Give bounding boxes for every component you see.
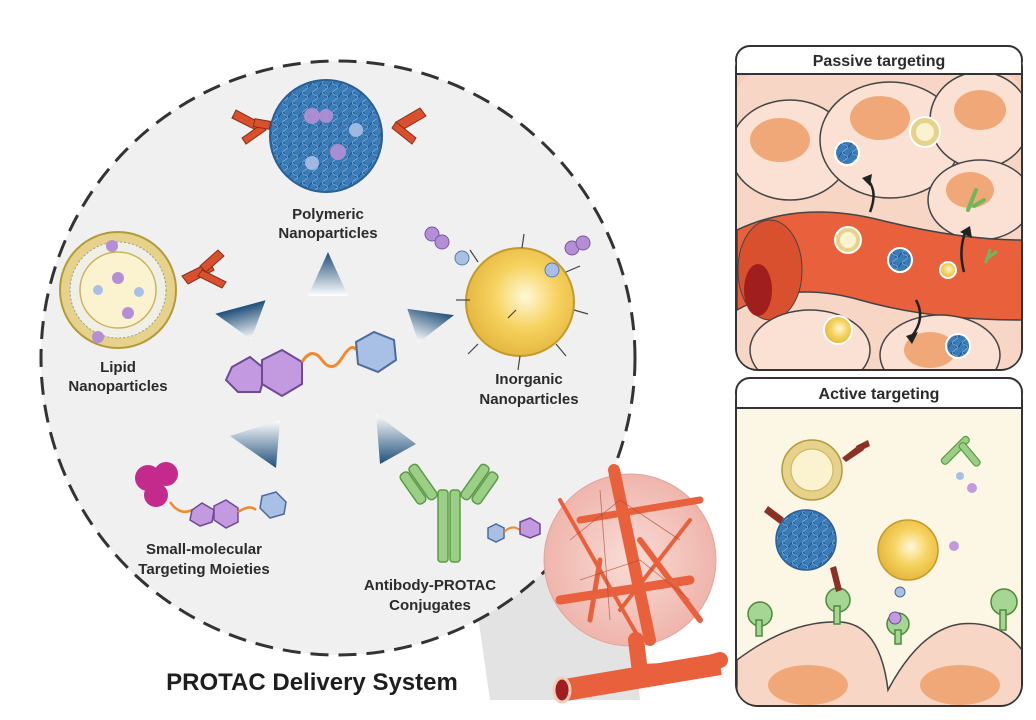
lipid-label-1: Lipid bbox=[100, 359, 136, 376]
antibody-icon bbox=[842, 440, 870, 462]
antibody-label-2: Conjugates bbox=[389, 597, 471, 614]
arrow-icon bbox=[407, 308, 455, 343]
arrow-icon bbox=[376, 414, 416, 464]
small-molecule-ligand bbox=[135, 462, 287, 529]
antibody-icon bbox=[231, 109, 272, 145]
passive-targeting-panel bbox=[735, 45, 1023, 371]
passive-targeting-title: Passive targeting bbox=[813, 53, 946, 70]
arrow-icon bbox=[308, 252, 348, 296]
active-targeting-title: Active targeting bbox=[819, 386, 940, 403]
polymeric-label-1: Polymeric bbox=[292, 206, 364, 223]
protac-molecule bbox=[224, 330, 398, 398]
inorganic-nanoparticle bbox=[424, 226, 591, 371]
lipid-nanoparticle bbox=[59, 231, 177, 349]
small-molecular-label-1: Small-molecular bbox=[146, 541, 262, 558]
polymeric-nanoparticle bbox=[269, 79, 383, 193]
inorganic-label-1: Inorganic bbox=[495, 371, 563, 388]
figure-title: PROTAC Delivery System bbox=[166, 669, 458, 696]
arrow-icon bbox=[215, 300, 266, 340]
small-molecular-label-2: Targeting Moieties bbox=[138, 561, 269, 578]
lipid-label-2: Nanoparticles bbox=[68, 378, 167, 395]
antibody-conjugate-icon bbox=[399, 463, 541, 563]
tumor-illustration bbox=[543, 464, 728, 704]
arrow-icon bbox=[230, 420, 280, 468]
inorganic-label-2: Nanoparticles bbox=[479, 391, 578, 408]
antibody-icon bbox=[391, 107, 427, 145]
arrow-icon bbox=[911, 299, 922, 337]
antibody-icon bbox=[181, 249, 227, 289]
carrier-circle bbox=[39, 59, 637, 657]
antibody-label-1: Antibody-PROTAC bbox=[364, 577, 496, 594]
active-targeting-panel bbox=[735, 377, 1023, 707]
polymeric-label-2: Nanoparticles bbox=[278, 225, 377, 242]
